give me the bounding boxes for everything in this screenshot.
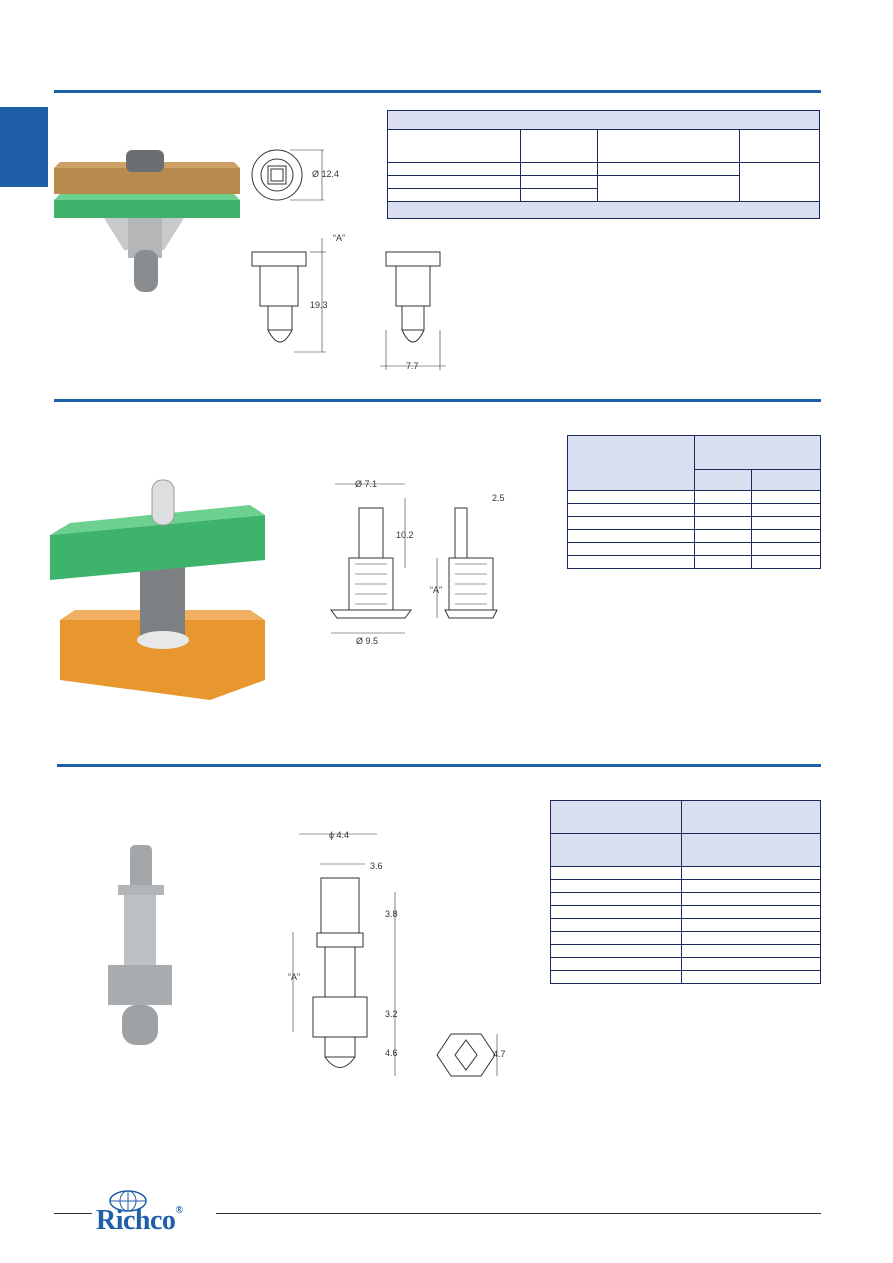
dim-38-3: 3.8 — [385, 909, 398, 919]
footer-rule-right — [216, 1213, 821, 1214]
dim-dia-3: ϕ 4.4 — [329, 830, 350, 840]
dim-a-2: “A” — [430, 585, 442, 595]
registered-mark: ® — [175, 1205, 183, 1216]
globe-icon — [109, 1190, 147, 1212]
dim-a-3: “A” — [288, 972, 300, 982]
footer-rule-left — [54, 1213, 92, 1214]
drawing-2 — [330, 483, 498, 634]
brand-name: Richco — [96, 1205, 176, 1236]
dim-hex-3: 4.7 — [493, 1049, 506, 1059]
dim-tip-2: 2.5 — [492, 493, 505, 503]
dim-inner-3: 3.6 — [370, 861, 383, 871]
spec-table-1 — [386, 110, 821, 219]
product-image-3 — [108, 845, 172, 1045]
side-view-drawing-1 — [251, 238, 446, 370]
section-tab — [0, 107, 48, 187]
dim-46-3: 4.6 — [385, 1048, 398, 1058]
product-image-1 — [54, 150, 240, 292]
dim-height-1: 19.3 — [310, 300, 328, 310]
top-view-drawing-1 — [251, 149, 324, 201]
spec-table-3 — [550, 800, 822, 984]
dim-dia-bottom-2: Ø 9.5 — [356, 636, 379, 646]
brand-logo: Richco® — [96, 1205, 183, 1237]
dim-width-1: 7.7 — [406, 361, 419, 371]
section-divider-2 — [54, 399, 821, 402]
product-image-2 — [50, 479, 265, 700]
dim-32-3: 3.2 — [385, 1009, 398, 1019]
drawing-3 — [292, 833, 498, 1077]
dim-height-2: 10.2 — [396, 530, 414, 540]
spec-table-2 — [567, 435, 821, 569]
dim-diameter-1: Ø 12.4 — [312, 169, 340, 179]
section-divider-1 — [54, 90, 821, 93]
section-divider-3 — [57, 764, 821, 767]
dim-dia-top-2: Ø 7.1 — [355, 479, 378, 489]
dim-a-1: “A” — [333, 233, 345, 243]
